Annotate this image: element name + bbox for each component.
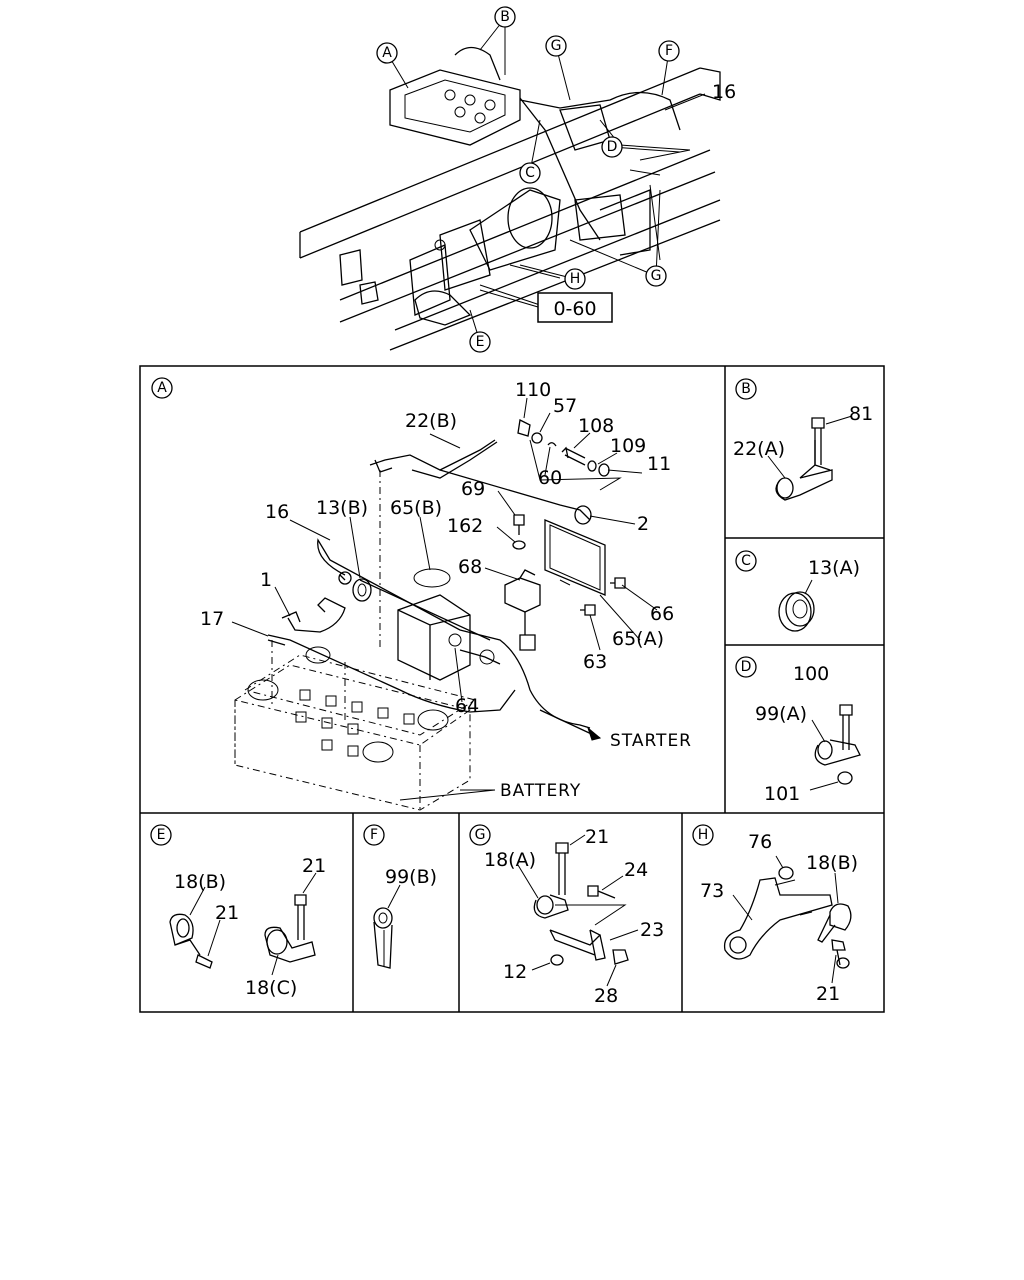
overview-illustration — [299, 17, 721, 351]
label-110: 110 — [515, 379, 551, 401]
callout-panel-h: H — [692, 824, 714, 846]
label-108: 108 — [578, 415, 614, 437]
label-21-g: 21 — [585, 826, 609, 848]
svg-text:G: G — [551, 38, 562, 54]
label-11: 11 — [647, 453, 671, 475]
svg-text:C: C — [525, 165, 535, 181]
label-18b-h: 18(B) — [806, 852, 858, 874]
callout-panel-e: E — [150, 824, 172, 846]
svg-text:F: F — [370, 827, 378, 843]
label-99a: 99(A) — [755, 703, 807, 725]
callout-panel-d: D — [735, 656, 757, 678]
panel-g-illustration — [517, 834, 639, 987]
svg-text:E: E — [157, 827, 166, 843]
panel-d-illustration — [809, 704, 861, 791]
label-21-e-top: 21 — [302, 855, 326, 877]
svg-text:G: G — [651, 268, 662, 284]
callout-b: B — [494, 6, 516, 28]
label-13b: 13(B) — [316, 497, 368, 519]
label-73: 73 — [700, 880, 724, 902]
callout-g-top: G — [545, 35, 567, 57]
label-69: 69 — [461, 478, 485, 500]
label-68: 68 — [458, 556, 482, 578]
label-24: 24 — [624, 859, 648, 881]
callout-panel-f: F — [363, 824, 385, 846]
label-23: 23 — [640, 919, 664, 941]
svg-text:A: A — [382, 45, 392, 61]
label-21-e-left: 21 — [215, 902, 239, 924]
label-64: 64 — [455, 695, 479, 717]
svg-text:G: G — [475, 827, 486, 843]
callout-f: F — [658, 40, 680, 62]
panel-e-illustration — [169, 872, 317, 976]
callout-d: D — [601, 136, 623, 158]
callout-panel-c: C — [735, 550, 757, 572]
callout-h: H — [564, 268, 586, 290]
label-109: 109 — [610, 435, 646, 457]
label-1: 1 — [260, 569, 272, 591]
label-63: 63 — [583, 651, 607, 673]
label-60: 60 — [538, 467, 562, 489]
label-18a: 18(A) — [484, 849, 536, 871]
label-22b: 22(B) — [405, 410, 457, 432]
label-18c: 18(C) — [245, 977, 297, 999]
label-65b: 65(B) — [390, 497, 442, 519]
label-76: 76 — [748, 831, 772, 853]
panel-frames — [139, 365, 885, 1013]
label-57: 57 — [553, 395, 577, 417]
svg-text:F: F — [665, 43, 673, 59]
label-100: 100 — [793, 663, 829, 685]
label-starter: STARTER — [610, 731, 692, 751]
label-18b-e: 18(B) — [174, 871, 226, 893]
label-16-overview: 16 — [712, 81, 736, 103]
label-17: 17 — [200, 608, 224, 630]
callout-g-bottom: G — [645, 265, 667, 287]
callout-panel-b: B — [735, 378, 757, 400]
label-22a: 22(A) — [733, 438, 785, 460]
callout-panel-a: A — [151, 377, 173, 399]
label-101: 101 — [764, 783, 800, 805]
svg-text:E: E — [476, 334, 485, 350]
panel-b-illustration — [767, 415, 853, 501]
label-81: 81 — [849, 403, 873, 425]
svg-text:D: D — [607, 139, 618, 155]
label-21-h: 21 — [816, 983, 840, 1005]
panel-h-illustration — [723, 855, 852, 984]
label-28: 28 — [594, 985, 618, 1007]
svg-text:A: A — [157, 380, 167, 396]
panel-a-illustration — [231, 397, 658, 811]
callout-e: E — [469, 331, 491, 353]
svg-text:B: B — [741, 381, 751, 397]
label-12: 12 — [503, 961, 527, 983]
svg-text:C: C — [741, 553, 751, 569]
label-battery: BATTERY — [500, 781, 581, 801]
callout-panel-g: G — [469, 824, 491, 846]
panel-f-illustration — [373, 884, 401, 969]
svg-text:H: H — [570, 271, 581, 287]
panel-c-illustration — [778, 579, 815, 632]
callout-a: A — [376, 42, 398, 64]
svg-text:H: H — [698, 827, 709, 843]
label-2: 2 — [637, 513, 649, 535]
label-16: 16 — [265, 501, 289, 523]
reference-box — [537, 292, 613, 323]
label-66: 66 — [650, 603, 674, 625]
callout-c: C — [519, 162, 541, 184]
label-13a: 13(A) — [808, 557, 860, 579]
label-99b: 99(B) — [385, 866, 437, 888]
reference-box-text: 0-60 — [553, 298, 596, 320]
svg-text:D: D — [741, 659, 752, 675]
label-65a: 65(A) — [612, 628, 664, 650]
label-162: 162 — [447, 515, 483, 537]
svg-text:B: B — [500, 9, 510, 25]
